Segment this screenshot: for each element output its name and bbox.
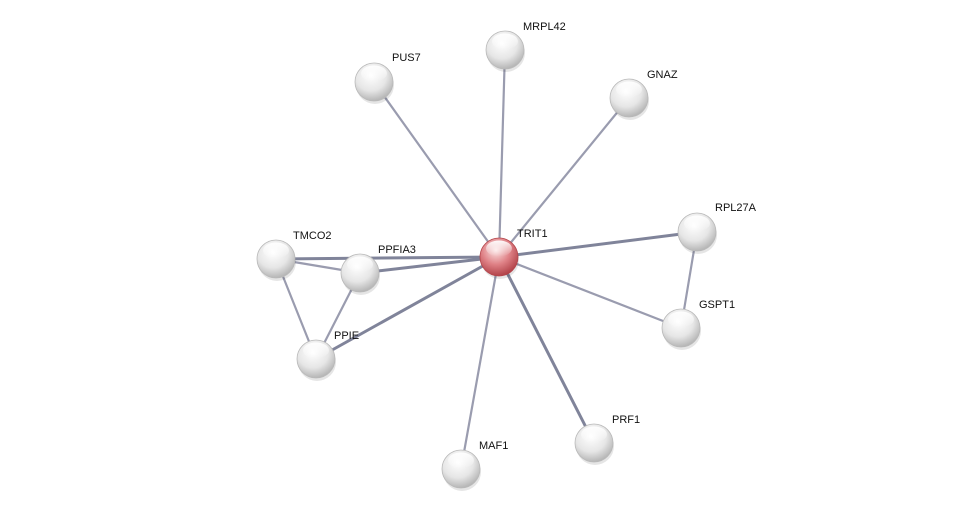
node-label-gspt1: GSPT1	[699, 299, 735, 311]
node-maf1[interactable]: MAF1	[441, 440, 508, 491]
edge-trit1-pus7	[372, 80, 501, 259]
node-tmco2[interactable]: TMCO2	[256, 230, 332, 281]
node-prf1[interactable]: PRF1	[574, 414, 640, 465]
node-gnaz[interactable]: GNAZ	[609, 69, 678, 120]
node-label-maf1: MAF1	[479, 440, 508, 452]
node-label-tmco2: TMCO2	[293, 230, 332, 242]
edge-trit1-ppfia3	[358, 255, 501, 275]
node-highlight	[263, 242, 289, 259]
node-rpl27a[interactable]: RPL27A	[677, 202, 757, 254]
edge-trit1-gspt1	[497, 255, 683, 330]
node-highlight	[486, 240, 512, 257]
node-pus7[interactable]: PUS7	[354, 52, 421, 104]
node-highlight	[616, 81, 642, 98]
node-mrpl42[interactable]: MRPL42	[485, 21, 566, 72]
node-label-ppie: PPIE	[334, 330, 359, 342]
node-label-pus7: PUS7	[392, 52, 421, 64]
node-trit1[interactable]: TRIT1	[479, 228, 548, 279]
edge-trit1-maf1	[459, 255, 501, 471]
node-highlight	[361, 65, 387, 82]
edge-trit1-prf1	[497, 255, 596, 445]
node-gspt1[interactable]: GSPT1	[661, 299, 735, 350]
node-label-ppfia3: PPFIA3	[378, 244, 416, 256]
edge-trit1-ppie	[314, 255, 501, 361]
node-highlight	[668, 311, 694, 328]
node-highlight	[347, 256, 373, 273]
edge-trit1-tmco2	[274, 255, 501, 261]
node-label-mrpl42: MRPL42	[523, 21, 566, 33]
node-highlight	[303, 342, 329, 359]
node-label-gnaz: GNAZ	[647, 69, 678, 81]
node-ppfia3[interactable]: PPFIA3	[340, 244, 416, 295]
node-highlight	[448, 452, 474, 469]
node-highlight	[684, 215, 710, 232]
node-label-rpl27a: RPL27A	[715, 202, 757, 214]
edge-trit1-mrpl42	[497, 48, 507, 259]
node-label-prf1: PRF1	[612, 414, 640, 426]
node-highlight	[581, 426, 607, 443]
node-ppie[interactable]: PPIE	[296, 330, 359, 381]
edge-trit1-rpl27a	[497, 230, 699, 259]
edge-trit1-gnaz	[497, 96, 631, 259]
node-label-trit1: TRIT1	[517, 228, 548, 240]
node-highlight	[492, 33, 518, 50]
